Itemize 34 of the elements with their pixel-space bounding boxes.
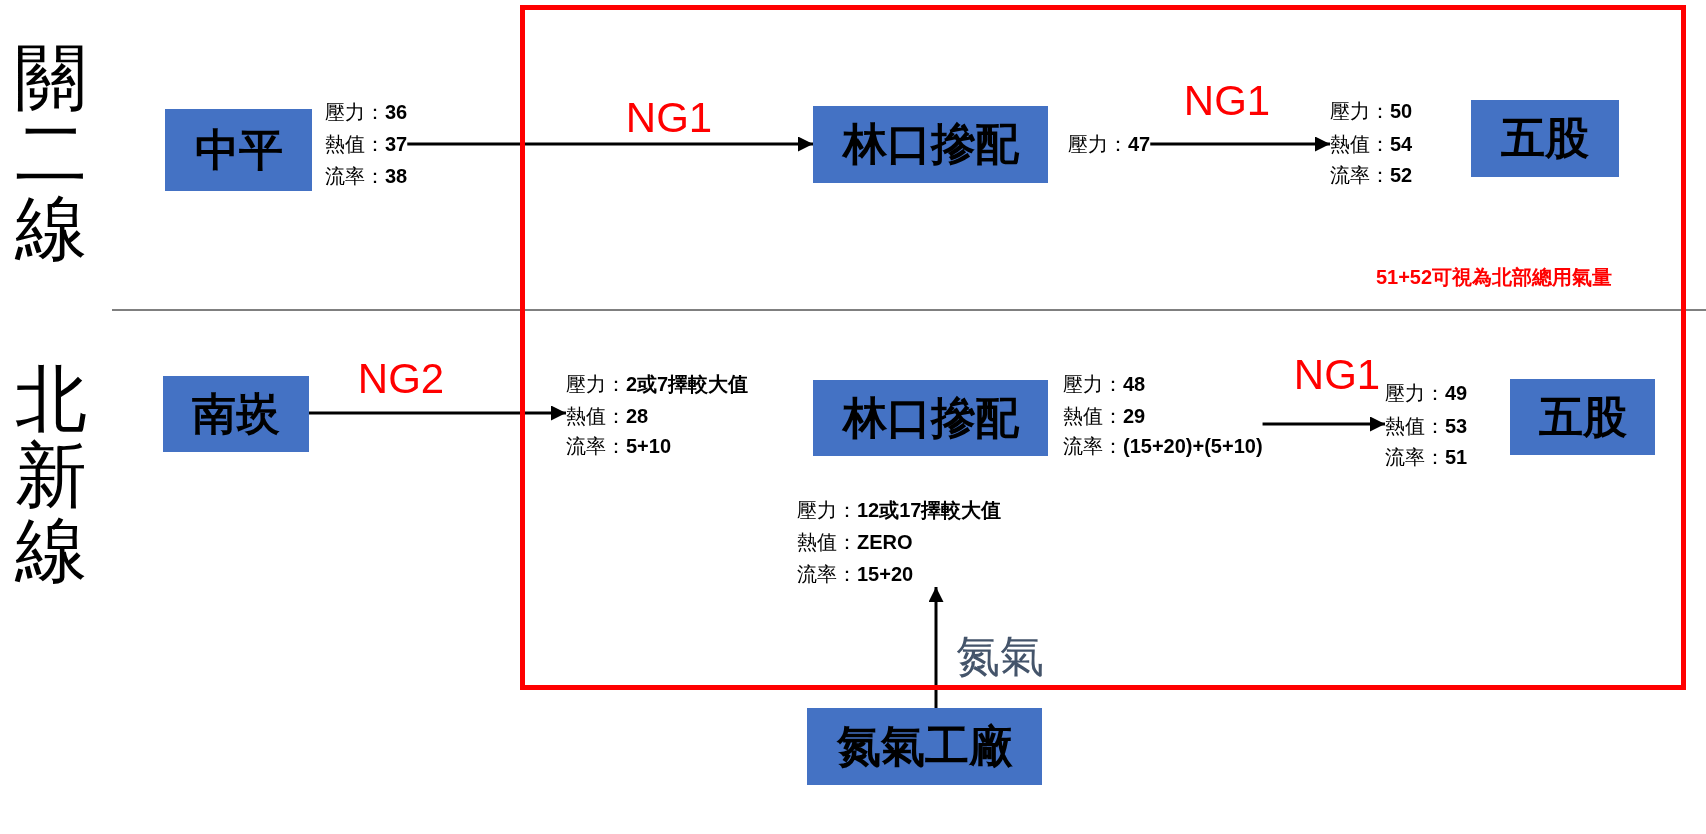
station-box: 林口摻配 bbox=[813, 106, 1048, 183]
reading-text: 流率：51 bbox=[1385, 445, 1468, 470]
line-name: 關二線 bbox=[15, 40, 88, 267]
arrow bbox=[407, 136, 813, 152]
reading-text: 壓力：49 bbox=[1385, 381, 1468, 406]
arrow bbox=[928, 587, 944, 708]
reading-text: 流率：5+10 bbox=[566, 434, 672, 459]
reading-text: 熱值：ZERO bbox=[797, 530, 913, 555]
reading-text: 熱值：28 bbox=[566, 404, 649, 429]
reading-text: 壓力：12或17擇較大值 bbox=[797, 498, 1002, 523]
reading-text: 壓力：47 bbox=[1068, 132, 1151, 157]
station-box: 五股 bbox=[1471, 100, 1619, 177]
arrow bbox=[1150, 136, 1330, 152]
reading-text: 熱值：37 bbox=[325, 132, 408, 157]
reading-text: 流率：38 bbox=[325, 164, 408, 189]
station-box: 中平 bbox=[165, 109, 312, 191]
reading-text: 壓力：36 bbox=[325, 100, 408, 125]
reading-text: 壓力：48 bbox=[1063, 372, 1146, 397]
note-text: 51+52可視為北部總用氣量 bbox=[1374, 266, 1614, 288]
reading-text: 流率：15+20 bbox=[797, 562, 914, 587]
reading-text: 壓力：2或7擇較大值 bbox=[566, 372, 749, 397]
reading-text: 壓力：50 bbox=[1330, 99, 1413, 124]
reading-text: 流率：(15+20)+(5+10) bbox=[1063, 434, 1263, 459]
reading-text: 熱值：29 bbox=[1063, 404, 1146, 429]
station-box: 南崁 bbox=[163, 376, 309, 452]
line-name: 北新線 bbox=[15, 362, 88, 589]
station-box: 氮氣工廠 bbox=[807, 708, 1042, 785]
reading-text: 熱值：54 bbox=[1330, 132, 1413, 157]
station-box: 五股 bbox=[1510, 379, 1655, 455]
arrow bbox=[1262, 416, 1385, 432]
reading-text: 熱值：53 bbox=[1385, 414, 1468, 439]
arrow bbox=[309, 405, 566, 421]
station-box: 林口摻配 bbox=[813, 380, 1048, 456]
reading-text: 流率：52 bbox=[1330, 163, 1413, 188]
